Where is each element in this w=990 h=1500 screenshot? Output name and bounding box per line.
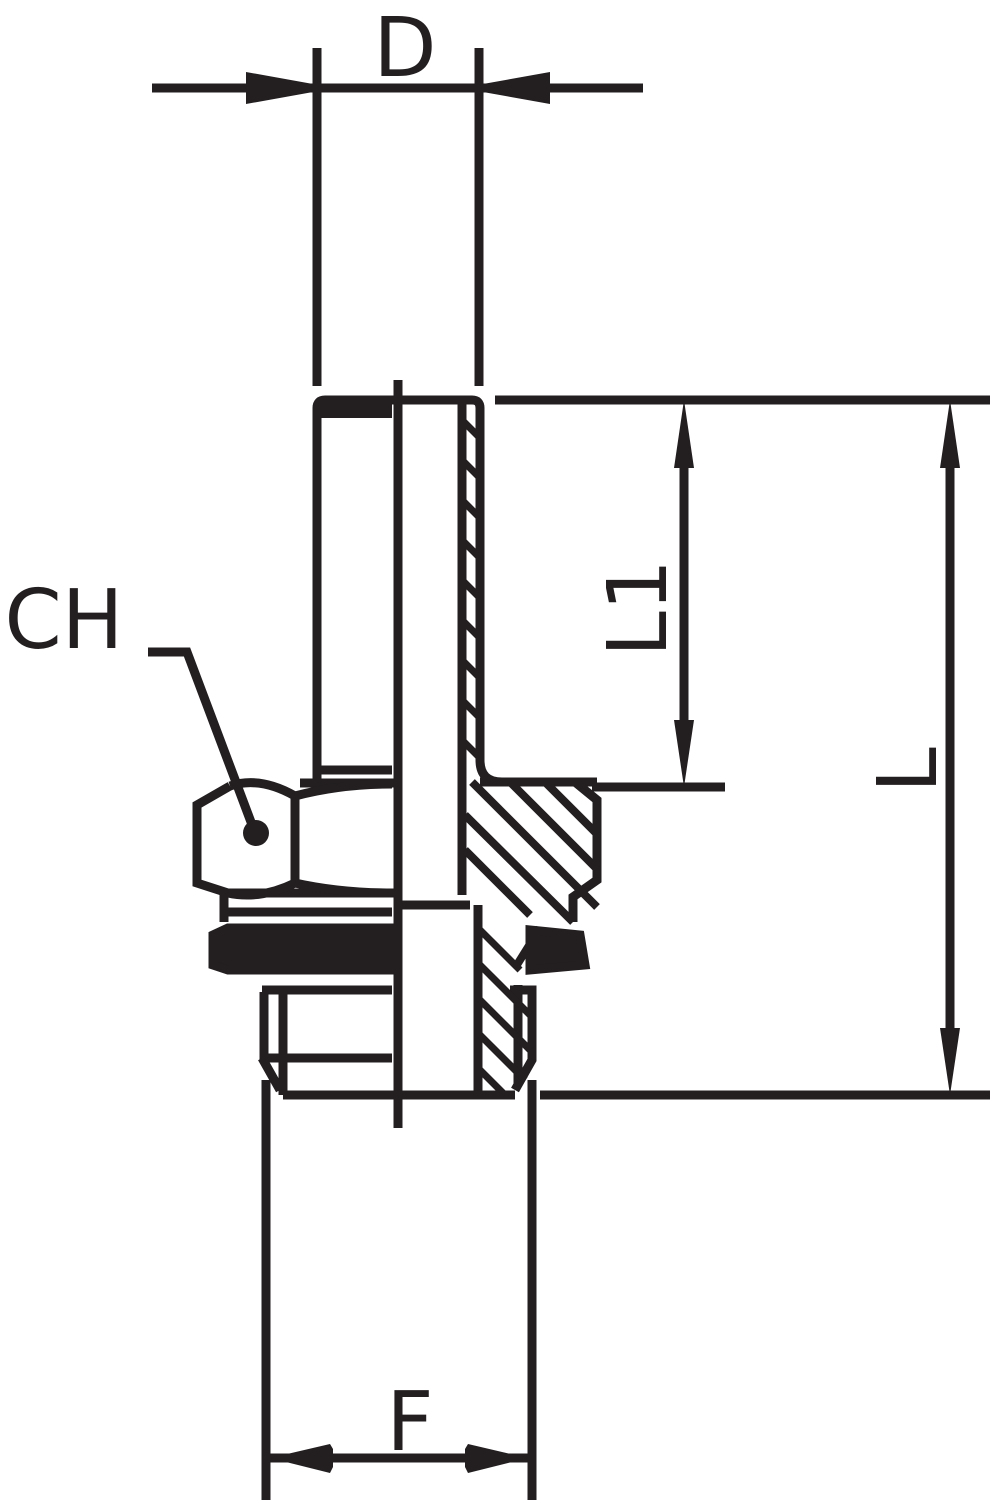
label-l: L	[861, 747, 956, 793]
dimension-l1	[495, 395, 990, 792]
dimension-ch	[148, 647, 269, 846]
tube-stub	[312, 380, 597, 1128]
label-d: D	[373, 1, 436, 96]
dimension-f	[261, 1080, 537, 1500]
label-f: F	[386, 1375, 433, 1470]
o-ring-seal	[208, 923, 591, 975]
dimension-d	[152, 48, 643, 386]
label-ch: CH	[5, 573, 124, 668]
hex-body	[192, 778, 470, 922]
threaded-spigot	[258, 905, 537, 1100]
dimension-l	[540, 400, 990, 1100]
hex-body-section	[457, 777, 602, 925]
label-l1: L1	[591, 559, 686, 657]
